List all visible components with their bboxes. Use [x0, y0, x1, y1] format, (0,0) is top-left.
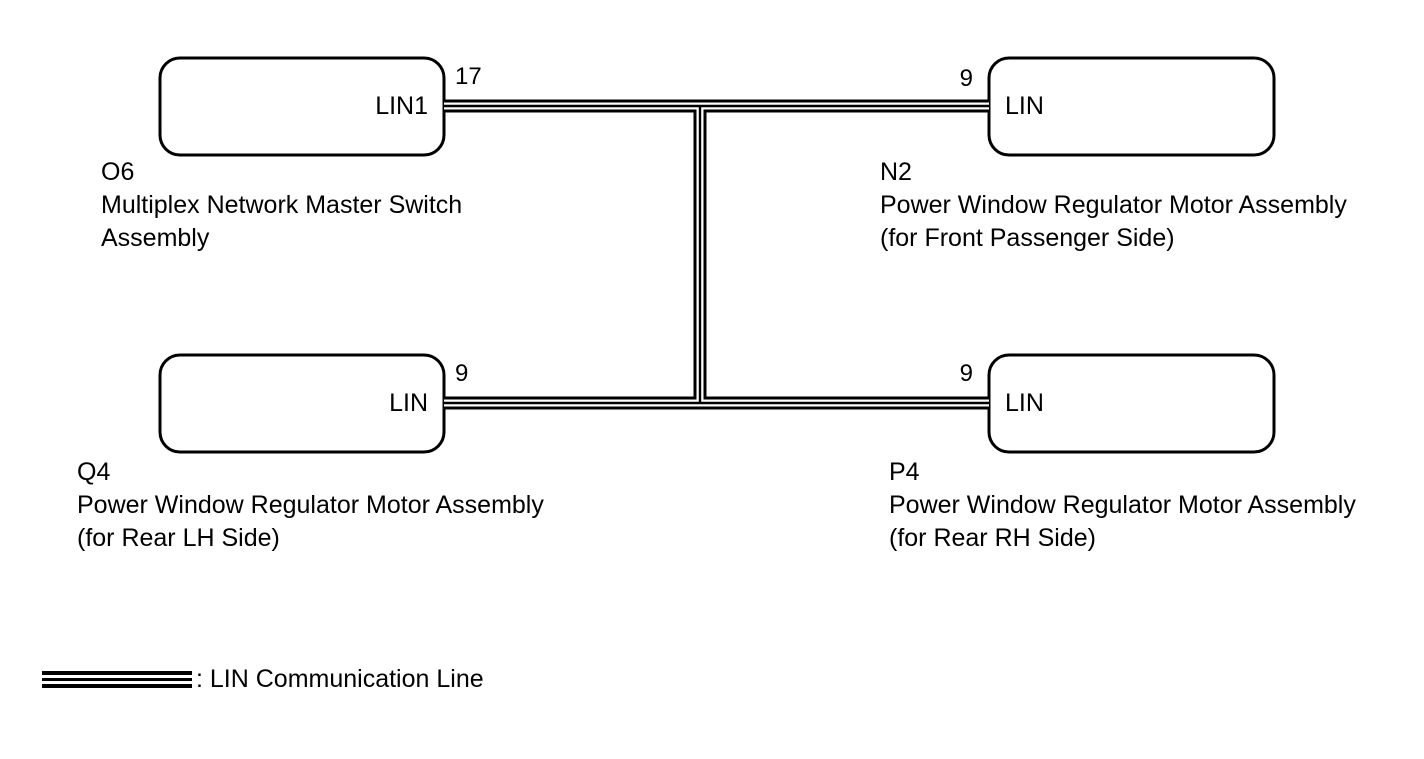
front-passenger-terminal: LIN [1005, 92, 1044, 120]
rear-lh-terminal: LIN [389, 389, 428, 417]
lin-bus-wire [444, 99, 989, 410]
front-passenger-motor-name-line1: Power Window Regulator Motor Assembly [880, 191, 1347, 219]
master-switch-pin: 17 [455, 63, 482, 90]
legend-wire-sample [42, 671, 192, 688]
master-switch-code: O6 [101, 158, 135, 186]
rear-lh-pin: 9 [455, 360, 469, 387]
rear-rh-terminal: LIN [1005, 389, 1044, 417]
master-switch-terminal: LIN1 [375, 92, 428, 120]
rear-lh-motor-name-line2: (for Rear LH Side) [77, 524, 280, 552]
front-passenger-motor-name-line2: (for Front Passenger Side) [880, 224, 1175, 252]
master-switch-name-line1: Multiplex Network Master Switch [101, 191, 463, 219]
rear-lh-motor-name-line1: Power Window Regulator Motor Assembly [77, 491, 544, 519]
rear-rh-motor-name-line1: Power Window Regulator Motor Assembly [889, 491, 1356, 519]
master-switch-label: O6 Multiplex Network Master Switch Assem… [101, 156, 462, 255]
rear-lh-motor-label: Q4 Power Window Regulator Motor Assembly… [77, 456, 544, 555]
master-switch-name-line2: Assembly [101, 224, 210, 252]
front-passenger-motor-code: N2 [880, 158, 912, 186]
legend-text: : LIN Communication Line [196, 665, 484, 693]
front-passenger-motor-label: N2 Power Window Regulator Motor Assembly… [880, 156, 1347, 255]
rear-lh-motor-code: Q4 [77, 458, 111, 486]
rear-rh-motor-name-line2: (for Rear RH Side) [889, 524, 1096, 552]
rear-rh-pin: 9 [959, 360, 973, 387]
front-passenger-pin: 9 [959, 65, 973, 92]
rear-rh-motor-code: P4 [889, 458, 920, 486]
rear-rh-motor-label: P4 Power Window Regulator Motor Assembly… [889, 456, 1356, 555]
